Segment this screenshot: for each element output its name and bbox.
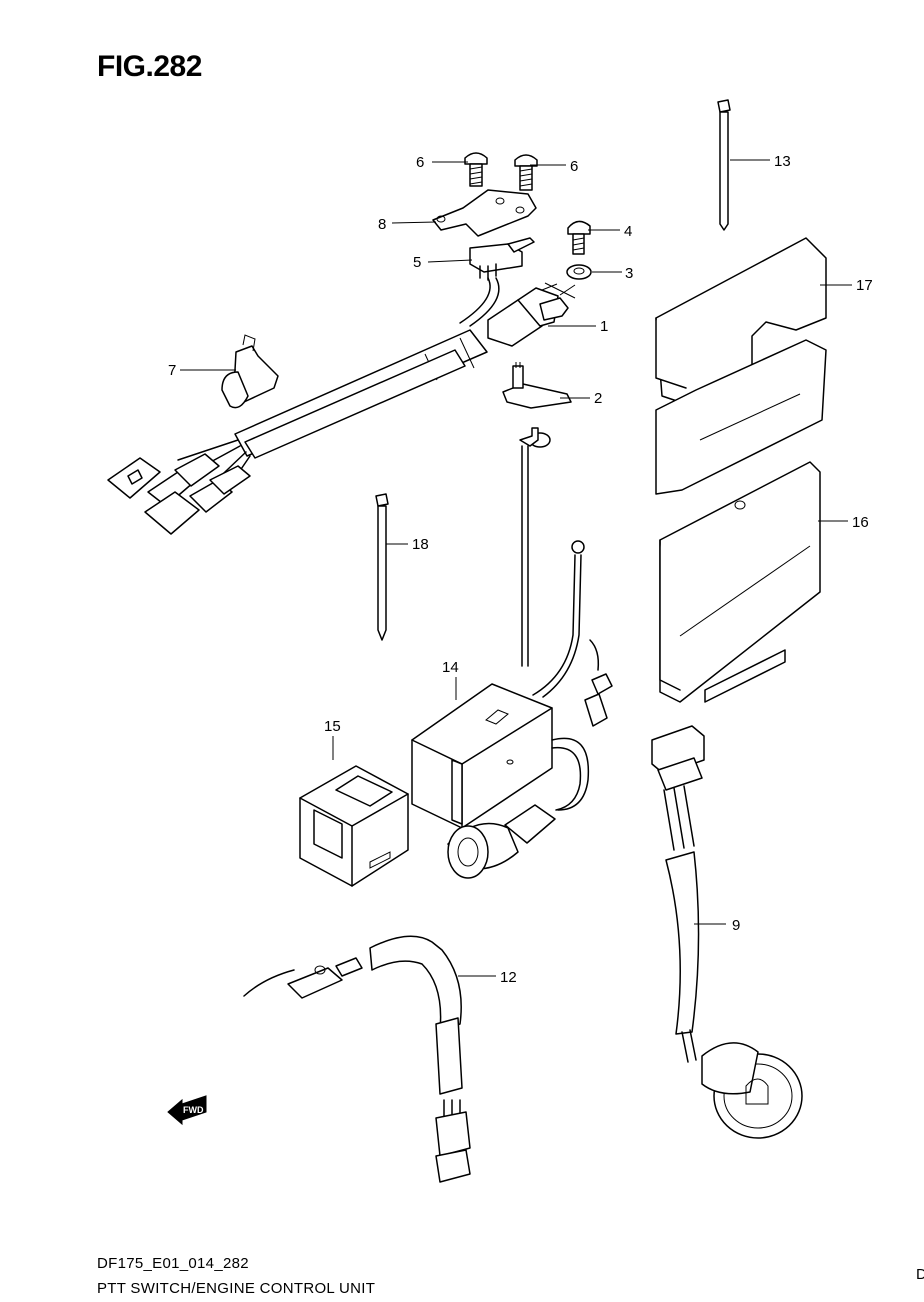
callout-16: 16 xyxy=(852,514,869,531)
part-14-unit xyxy=(411,427,613,879)
callout-5: 5 xyxy=(413,254,421,271)
callout-7: 7 xyxy=(168,362,176,379)
edge-cropped-glyph: D xyxy=(916,1266,924,1283)
callout-8: 8 xyxy=(378,216,386,233)
part-13-cable-tie xyxy=(717,99,731,231)
callout-15: 15 xyxy=(324,718,341,735)
part-3-washer xyxy=(566,264,592,280)
part-12-harness xyxy=(243,935,471,1183)
callout-13: 13 xyxy=(774,153,791,170)
callout-18: 18 xyxy=(412,536,429,553)
callout-17: 17 xyxy=(856,277,873,294)
part-17-ecu-cover xyxy=(655,237,827,495)
callout-6-right: 6 xyxy=(570,158,578,175)
callout-3: 3 xyxy=(625,265,633,282)
part-9-harness xyxy=(651,725,803,1139)
part-4-bolt xyxy=(567,220,591,255)
callout-2: 2 xyxy=(594,390,602,407)
callout-9: 9 xyxy=(732,917,740,934)
part-6-screw-left xyxy=(464,152,488,187)
fwd-direction-arrow: FWD xyxy=(167,1095,207,1126)
callout-1: 1 xyxy=(600,318,608,335)
part-16-ecu xyxy=(659,461,821,703)
callout-4: 4 xyxy=(624,223,632,240)
callout-12: 12 xyxy=(500,969,517,986)
part-18-cable-tie xyxy=(375,493,389,641)
leader-lines xyxy=(180,159,852,977)
part-7-clamp xyxy=(221,334,279,409)
part-5-ptt-switch xyxy=(469,237,535,281)
callout-labels: 6 6 8 4 3 5 1 7 2 13 17 16 18 14 15 12 9 xyxy=(168,153,873,986)
part-2-lever xyxy=(502,362,572,409)
part-15-relay xyxy=(299,765,409,887)
fwd-label: FWD xyxy=(183,1105,204,1115)
callout-6-left: 6 xyxy=(416,154,424,171)
figure-title: FIG.282 xyxy=(97,50,202,83)
part-6-screw-right xyxy=(514,154,538,191)
footer-figure-code: DF175_E01_014_282 xyxy=(97,1255,249,1272)
part-1-main-harness xyxy=(107,277,576,535)
part-8-bracket xyxy=(432,189,537,237)
callout-14: 14 xyxy=(442,659,459,676)
footer-figure-name: PTT SWITCH/ENGINE CONTROL UNIT xyxy=(97,1280,376,1297)
